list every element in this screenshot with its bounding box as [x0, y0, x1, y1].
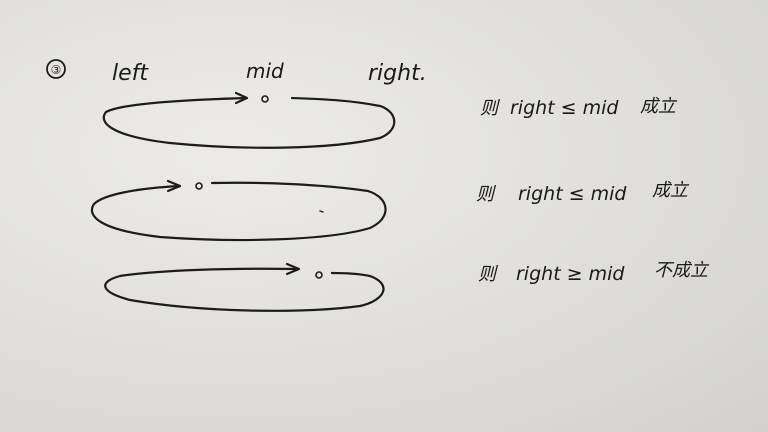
loop-diagram-3	[104, 262, 385, 312]
marker-text: ③	[51, 63, 62, 77]
statement-2: 则 right ≤ mid 成立	[476, 180, 690, 205]
statement-condition: right ≥ mid	[516, 263, 625, 285]
statement-prefix: 则	[478, 264, 499, 285]
statement-condition: right ≤ mid	[510, 97, 619, 119]
statement-3: 则 right ≥ mid 不成立	[478, 260, 710, 285]
mid-point-2	[195, 182, 203, 190]
statement-1: 则 right ≤ mid 成立	[480, 96, 678, 119]
left-label: left	[112, 61, 149, 86]
statement-result: 成立	[640, 96, 678, 117]
loop-diagram-1	[102, 91, 396, 149]
mid-point-1	[261, 95, 269, 103]
statement-condition: right ≤ mid	[518, 183, 627, 205]
right-label: right.	[368, 61, 427, 86]
circled-number-marker: ③	[46, 59, 66, 79]
mid-label: mid	[246, 59, 284, 83]
statement-result: 不成立	[654, 260, 710, 281]
statement-result: 成立	[652, 180, 690, 201]
ink-dot	[319, 210, 324, 213]
mid-point-3	[315, 271, 323, 279]
loop-diagram-2	[90, 179, 387, 242]
statement-prefix: 则	[480, 98, 501, 119]
statement-prefix: 则	[476, 184, 497, 205]
